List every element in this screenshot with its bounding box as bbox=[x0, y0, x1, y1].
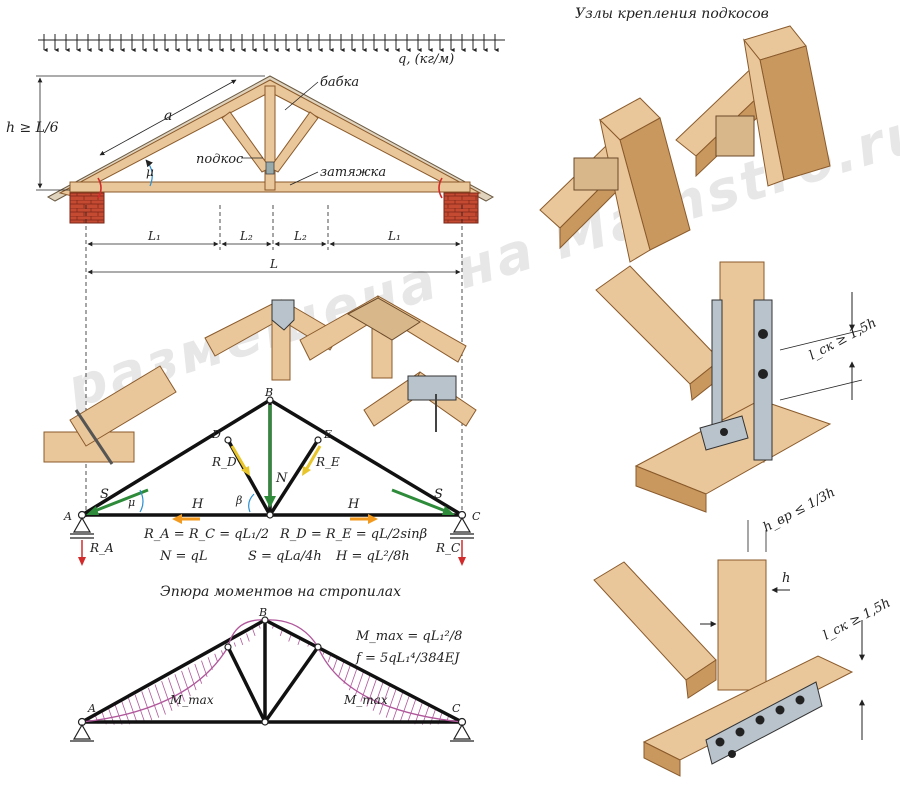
ridge-detail-plate bbox=[299, 295, 467, 379]
force-re-label: R_E bbox=[315, 455, 340, 469]
l1-right-label: L₁ bbox=[387, 229, 401, 243]
force-s-right-label: S bbox=[434, 487, 443, 502]
moment-hatch-line bbox=[233, 642, 236, 647]
moment-hatch-line bbox=[220, 650, 224, 655]
moment-hatch-line bbox=[128, 698, 138, 724]
tie-label: затяжка bbox=[320, 165, 386, 180]
h-label: h bbox=[782, 571, 790, 586]
angle-beta-label: β bbox=[235, 494, 242, 507]
leader-lines bbox=[241, 81, 319, 186]
force-rd-label: R_D bbox=[211, 455, 237, 469]
node-detail-top bbox=[539, 25, 831, 263]
lsk-label-top: l_ск ≥ 1,5h bbox=[807, 316, 879, 364]
roof-truss bbox=[46, 75, 495, 224]
moment-hatch-line bbox=[372, 680, 384, 711]
nodes-title: Узлы крепления подкосов bbox=[575, 6, 769, 22]
moment-supports bbox=[70, 616, 474, 742]
formula-deflection: f = 5qL₁⁴/384EJ bbox=[355, 651, 460, 666]
moment-hatch-line bbox=[181, 670, 191, 697]
l-label: L bbox=[269, 257, 278, 271]
l1-left-label: L₁ bbox=[147, 229, 161, 243]
point-d-label: D bbox=[211, 428, 221, 441]
moment-hatch-line bbox=[187, 667, 197, 691]
eave-detail bbox=[43, 365, 177, 465]
formula-mmax: M_max = qL₁²/8 bbox=[355, 629, 462, 644]
moment-hatch-line bbox=[134, 694, 146, 723]
force-n-label: N bbox=[275, 471, 288, 486]
strut-label: подкос bbox=[196, 152, 244, 167]
moment-point-a: A bbox=[87, 702, 96, 715]
force-ra-label: R_A bbox=[89, 541, 114, 555]
moment-hatch-line bbox=[360, 674, 371, 702]
point-e-label: E bbox=[323, 428, 332, 441]
mmax-left-label: M_max bbox=[169, 693, 214, 707]
formula-n: N = qL bbox=[159, 549, 208, 564]
moment-hatch-line bbox=[239, 637, 244, 646]
moment-hatch-line bbox=[385, 687, 397, 718]
formula-s: S = qLa/4h bbox=[248, 549, 322, 564]
formula-h: H = qL²/8h bbox=[335, 549, 410, 564]
moment-truss bbox=[81, 618, 463, 724]
load-arrows bbox=[38, 34, 505, 52]
hvr-label: h_вр ≤ 1/3h bbox=[761, 485, 838, 535]
mu-label: μ bbox=[146, 165, 154, 179]
moment-hatch-line bbox=[332, 657, 339, 670]
angle-mu-label: μ bbox=[128, 496, 135, 509]
moment-hatch-line bbox=[252, 628, 256, 637]
span-dimensions bbox=[85, 205, 463, 520]
moment-hatch-line bbox=[147, 687, 160, 718]
moment-point-c: C bbox=[452, 702, 461, 715]
force-h-right-label: H bbox=[347, 497, 360, 512]
mmax-right-label: M_max bbox=[343, 693, 388, 707]
moment-hatch-line bbox=[194, 663, 203, 684]
node-detail-middle bbox=[595, 261, 863, 513]
moment-hatch-line bbox=[399, 694, 411, 723]
node-detail-bottom bbox=[593, 520, 865, 777]
l2-left-label: L₂ bbox=[239, 229, 253, 243]
rafter-length-label: a bbox=[164, 108, 172, 124]
formula-rd-re: R_D = R_E = qL/2sinβ bbox=[279, 527, 427, 542]
force-supports bbox=[70, 396, 474, 539]
moment-hatch-line bbox=[161, 680, 173, 711]
moment-hatch-line bbox=[366, 677, 378, 707]
moment-hatch-line bbox=[379, 684, 391, 715]
moment-hatch-line bbox=[338, 660, 345, 677]
moment-hatch-line bbox=[406, 698, 417, 724]
moment-hatch-line bbox=[343, 663, 352, 684]
force-h-left-label: H bbox=[191, 497, 204, 512]
moment-hatch-line bbox=[246, 633, 250, 642]
moment-point-b: B bbox=[258, 606, 267, 619]
height-dimension bbox=[36, 75, 265, 191]
load-label: q, (кг/м) bbox=[398, 52, 454, 67]
moment-curves bbox=[81, 619, 463, 723]
point-b-label: B bbox=[264, 386, 273, 399]
formula-ra-rc: R_A = R_C = qL₁/2 bbox=[143, 527, 269, 542]
moment-hatch-line bbox=[154, 684, 166, 715]
point-c-label: C bbox=[472, 510, 481, 523]
l2-right-label: L₂ bbox=[293, 229, 307, 243]
height-rule-label: h ≥ L/6 bbox=[6, 120, 59, 136]
moment-hatch-line bbox=[354, 670, 365, 697]
force-arrows bbox=[78, 405, 466, 566]
moment-hatch-line bbox=[214, 653, 219, 663]
point-a-label: A bbox=[63, 510, 72, 523]
moment-diagram-title: Эпюра моментов на стропилах bbox=[160, 584, 401, 600]
king-post-label: бабка bbox=[320, 75, 359, 90]
moment-hatch-line bbox=[167, 677, 179, 707]
moment-hatch-line bbox=[141, 691, 153, 721]
ridge-detail-bolts bbox=[363, 371, 477, 432]
lsk-label-bottom: l_ск ≥ 1,5h bbox=[821, 596, 893, 644]
moment-hatch-line bbox=[392, 691, 404, 721]
moment-hatch-line bbox=[174, 674, 185, 702]
force-s-left-label: S bbox=[100, 487, 109, 502]
force-rc-label: R_C bbox=[435, 541, 460, 555]
